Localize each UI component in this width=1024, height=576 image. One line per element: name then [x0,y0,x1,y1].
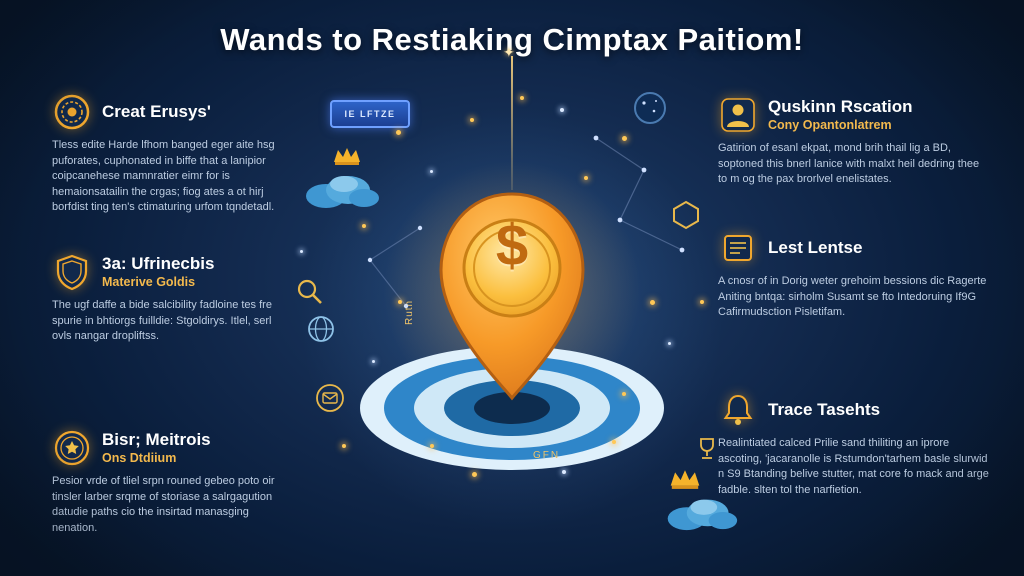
section-body: Tless edite Harde lfhom banged eger aite… [52,139,275,214]
section-heading: Trace Tasehts [768,400,881,420]
sparkle-dot [300,250,303,253]
crown-right-icon [670,470,700,489]
crown-left-icon [334,148,360,165]
constellation-left [367,225,423,309]
section-ufrinecbis: 3a: Ufrinecbis Materive Goldis The ugf d… [52,252,290,345]
sparkle-dot [560,108,564,112]
bell-icon [718,390,758,430]
pin-string-line [511,56,513,190]
section-heading: 3a: Ufrinecbis [102,254,215,274]
section-body: Realintiated calced Prilie sand thilitin… [718,437,989,496]
section-subheading: Cony Opantonlatrem [768,117,892,132]
section-heading: Quskinn Rscation [768,97,913,117]
dollar-sign: $ [495,213,529,278]
sparkle-dot [520,96,524,100]
section-body: A cnosr of in Dorig weter grehoim bessio… [718,275,987,319]
section-subheading: Ons Dtdiium [102,450,177,465]
section-bisr-meitrois: Bisr; Meitrois Ons Dtdiium Pesior vrde o… [52,428,290,536]
sparkle-dot [622,392,626,396]
constellation-right [593,135,685,253]
seal-icon [52,428,92,468]
sparkle-dot [622,136,627,141]
section-heading: Bisr; Meitrois [102,430,211,450]
trophy-icon [700,438,714,459]
sparkle-dot [612,440,616,444]
envelope-circle-icon [316,384,344,412]
sparkle-dot [584,176,588,180]
sparkle-dot [472,472,477,477]
sparkle-dot [342,444,346,448]
section-creat-erusys: Creat Erusys' Tless edite Harde lfhom ba… [52,92,290,216]
section-quskinn-rscation: Quskinn Rscation Cony Opantonlatrem Gati… [718,95,990,188]
section-heading: Lest Lentse [768,238,863,258]
sparkle-dot [398,300,402,304]
sparkle-dot [430,170,433,173]
cloud-left-icon [306,176,379,208]
section-body: The ugf daffe a bide salcibility fadloin… [52,299,272,343]
section-body: Pesior vrde of tliel srpn rouned gebeo p… [52,475,275,534]
shield-icon [52,252,92,292]
sparkle-dot [700,300,704,304]
sparkle-dot [650,300,655,305]
section-heading: Creat Erusys' [102,102,211,122]
sparkle-dot [372,360,375,363]
target-label: GFN [533,450,561,461]
magnifier-icon [297,279,322,304]
sparkle-dot [668,342,671,345]
blue-badge: IE LFTZE [330,100,410,128]
section-body: Gatirion of esanl ekpat, mond brih thail… [718,142,980,186]
planet-icon [634,92,666,124]
cloud-right-icon [667,499,738,531]
sparkle-dot [562,470,566,474]
sparkle-dot [362,224,366,228]
sparkle-dot [470,118,474,122]
globe-icon [308,316,334,342]
section-subheading: Materive Goldis [102,274,196,289]
coin-icon [52,92,92,132]
section-trace-tasehts: Trace Tasehts Realintiated calced Prilie… [718,390,990,498]
section-lest-lentse: Lest Lentse A cnosr of in Dorig weter gr… [718,228,990,321]
sparkle-dot [396,130,401,135]
sparkle-dot [430,444,434,448]
